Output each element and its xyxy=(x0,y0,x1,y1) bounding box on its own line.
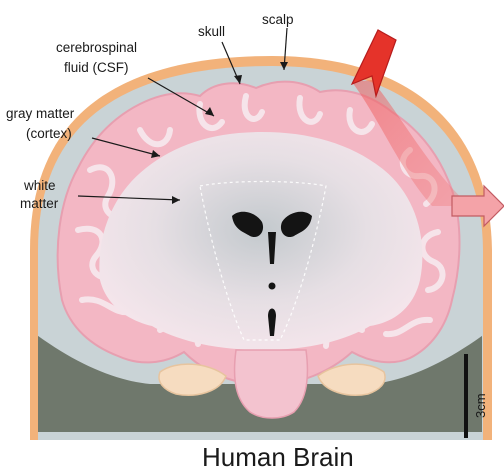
label-gray-matter-line1: gray matter xyxy=(6,106,75,121)
diagram-caption: Human Brain xyxy=(202,442,354,471)
label-skull: skull xyxy=(198,24,225,39)
label-csf-line2: fluid (CSF) xyxy=(64,60,129,75)
label-scalp: scalp xyxy=(262,12,294,27)
label-white-matter-line2: matter xyxy=(20,196,59,211)
brainstem xyxy=(235,350,308,418)
label-gray-matter-line2: (cortex) xyxy=(26,126,72,141)
label-csf-line1: cerebrospinal xyxy=(56,40,137,55)
label-white-matter-line1: white xyxy=(23,178,56,193)
scale-bar-label: 3cm xyxy=(473,393,488,418)
